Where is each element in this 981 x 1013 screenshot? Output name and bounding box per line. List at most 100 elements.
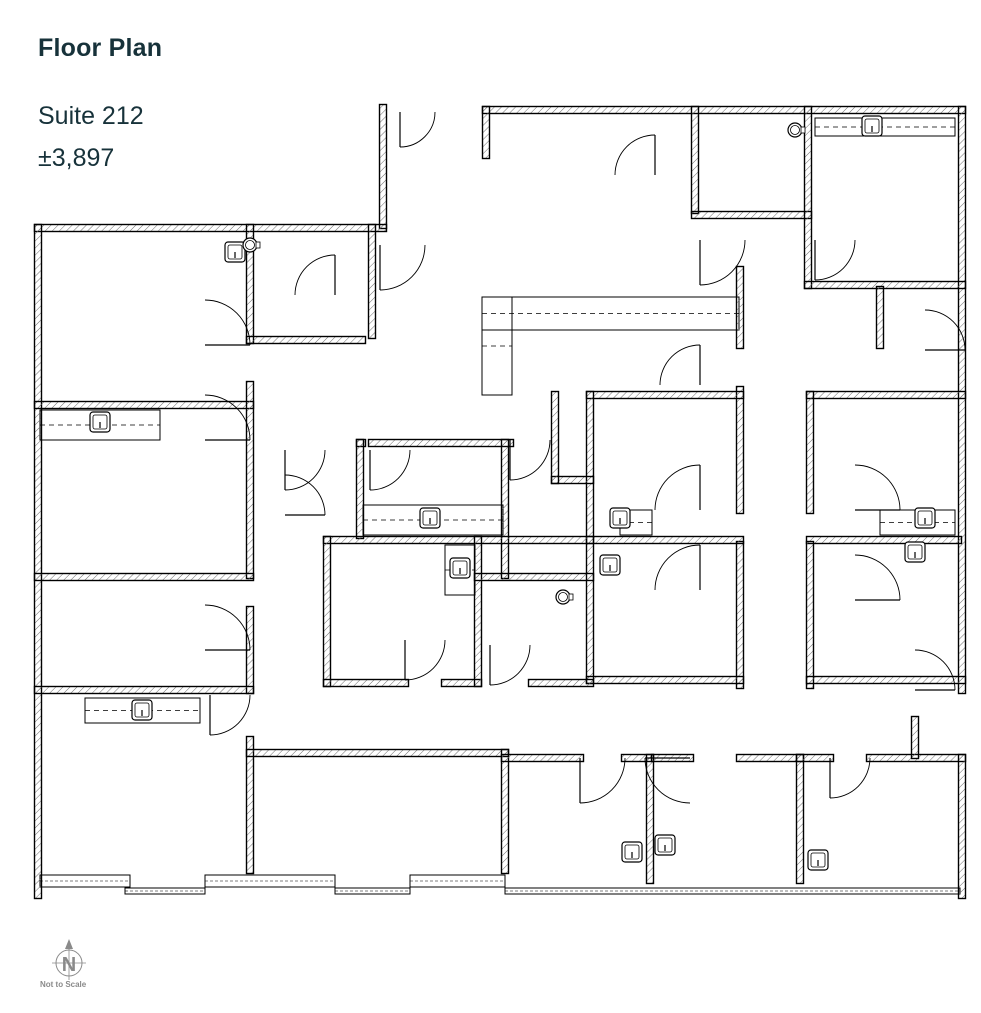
wall-segment [735, 753, 805, 763]
door-swing [379, 244, 426, 291]
wall-segment [245, 748, 510, 758]
door-swing [654, 464, 701, 511]
door-swing [204, 394, 251, 441]
door-swing [294, 254, 336, 296]
door-swing [814, 239, 856, 281]
sink-icon [861, 115, 883, 137]
sink-icon [131, 699, 153, 721]
wall-segment [245, 380, 255, 580]
suite-label: Suite 212 [38, 102, 144, 130]
wall-segment [735, 540, 745, 690]
wall-segment [957, 105, 967, 695]
door-swing [914, 649, 956, 691]
wall-segment [910, 715, 920, 760]
door-swing [654, 544, 701, 591]
north-arrow-icon: N [52, 939, 86, 980]
sink-icon [599, 554, 621, 576]
wall-segment [805, 675, 967, 685]
wall-segment [957, 753, 967, 900]
wall-segment [33, 223, 43, 900]
sink-icon [89, 411, 111, 433]
svg-text:N: N [62, 954, 76, 976]
page-title: Floor Plan [38, 34, 163, 62]
area-label: ±3,897 [38, 144, 115, 172]
wall-segment [690, 210, 813, 220]
doors-layer [204, 111, 966, 804]
wall-segment [735, 385, 745, 515]
wall-segment [500, 748, 510, 875]
counters-layer [39, 117, 956, 724]
door-swing [284, 449, 326, 491]
toilet-icon [555, 589, 574, 605]
wall-segment [322, 535, 332, 688]
scale-note: Not to Scale [40, 980, 87, 989]
wall-segment [500, 753, 585, 763]
wall-segment [33, 400, 255, 410]
windows-layer [39, 874, 961, 895]
wall-segment [735, 265, 745, 350]
wall-segment [803, 280, 967, 290]
wall-segment [805, 535, 963, 545]
wall-segment [367, 438, 515, 448]
wall-segment [33, 572, 255, 582]
sink-icon [904, 541, 926, 563]
wall-segment [481, 105, 491, 160]
wall-segment [585, 535, 745, 545]
wall-segment [795, 753, 835, 763]
sink-icon [807, 849, 829, 871]
wall-segment [803, 105, 813, 290]
door-swing [509, 439, 551, 481]
door-swing [854, 464, 901, 511]
toilet-icon [242, 237, 261, 253]
sink-icon [654, 834, 676, 856]
wall-segment [795, 753, 805, 885]
door-swing [404, 639, 446, 681]
wall-segment [473, 535, 483, 688]
wall-segment [245, 335, 367, 345]
wall-segment [690, 105, 700, 215]
door-swing [209, 694, 251, 736]
wall-segment [473, 572, 595, 582]
door-swing [829, 757, 871, 799]
door-swing [659, 344, 701, 386]
wall-segment [355, 438, 365, 540]
door-swing [924, 309, 966, 351]
sink-icon [224, 241, 246, 263]
door-swing [579, 757, 626, 804]
wall-segment [367, 223, 377, 340]
wall-segment [805, 390, 967, 400]
wall-segment [875, 285, 885, 350]
wall-segment [805, 540, 815, 690]
wall-segment [33, 223, 388, 233]
door-swing [854, 554, 901, 601]
door-swing [399, 111, 436, 148]
wall-segment [585, 675, 745, 685]
walls-layer [33, 103, 967, 900]
wall-segment [550, 390, 560, 485]
door-swing [204, 604, 251, 651]
door-swing [644, 757, 691, 804]
door-swing [284, 474, 326, 516]
sink-icon [449, 557, 471, 579]
sink-icon [621, 841, 643, 863]
wall-segment [585, 390, 745, 400]
door-swing [369, 449, 411, 491]
door-swing [489, 644, 531, 686]
sink-icon [419, 507, 441, 529]
wall-segment [33, 685, 255, 695]
toilet-icon [787, 122, 806, 138]
door-swing [204, 299, 251, 346]
fixtures-layer [89, 115, 936, 871]
wall-segment [805, 390, 815, 515]
wall-segment [245, 735, 255, 875]
wall-segment [322, 678, 410, 688]
wall-segment [527, 678, 595, 688]
wall-segment [322, 535, 595, 545]
wall-segment [481, 105, 967, 115]
sink-icon [609, 507, 631, 529]
door-swing [614, 134, 656, 176]
door-swing [699, 239, 746, 286]
sink-icon [914, 507, 936, 529]
wall-segment [500, 438, 510, 580]
